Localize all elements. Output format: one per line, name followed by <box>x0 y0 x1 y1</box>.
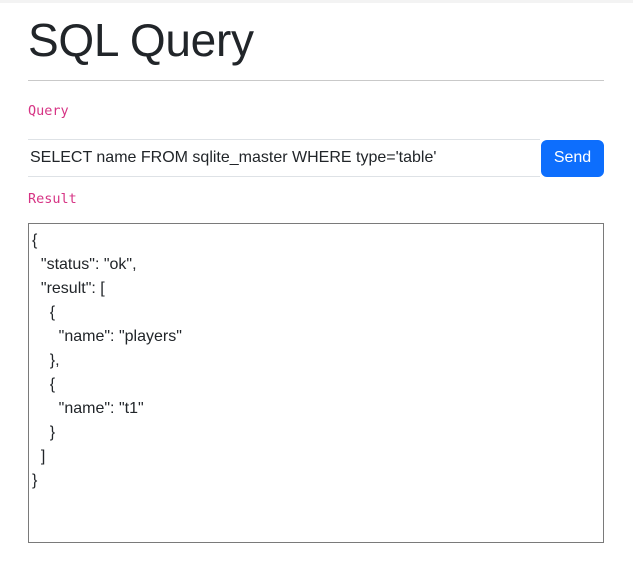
top-edge <box>0 0 633 3</box>
query-label: Query <box>28 103 69 119</box>
result-label: Result <box>28 191 77 207</box>
main-container: SQL Query Query Send Result { "status": … <box>28 0 604 543</box>
page-title: SQL Query <box>28 14 254 66</box>
divider <box>28 80 604 81</box>
result-output[interactable]: { "status": "ok", "result": [ { "name": … <box>28 223 604 543</box>
send-button[interactable]: Send <box>541 139 604 177</box>
query-input[interactable] <box>28 139 540 177</box>
query-row: Send <box>28 139 604 177</box>
